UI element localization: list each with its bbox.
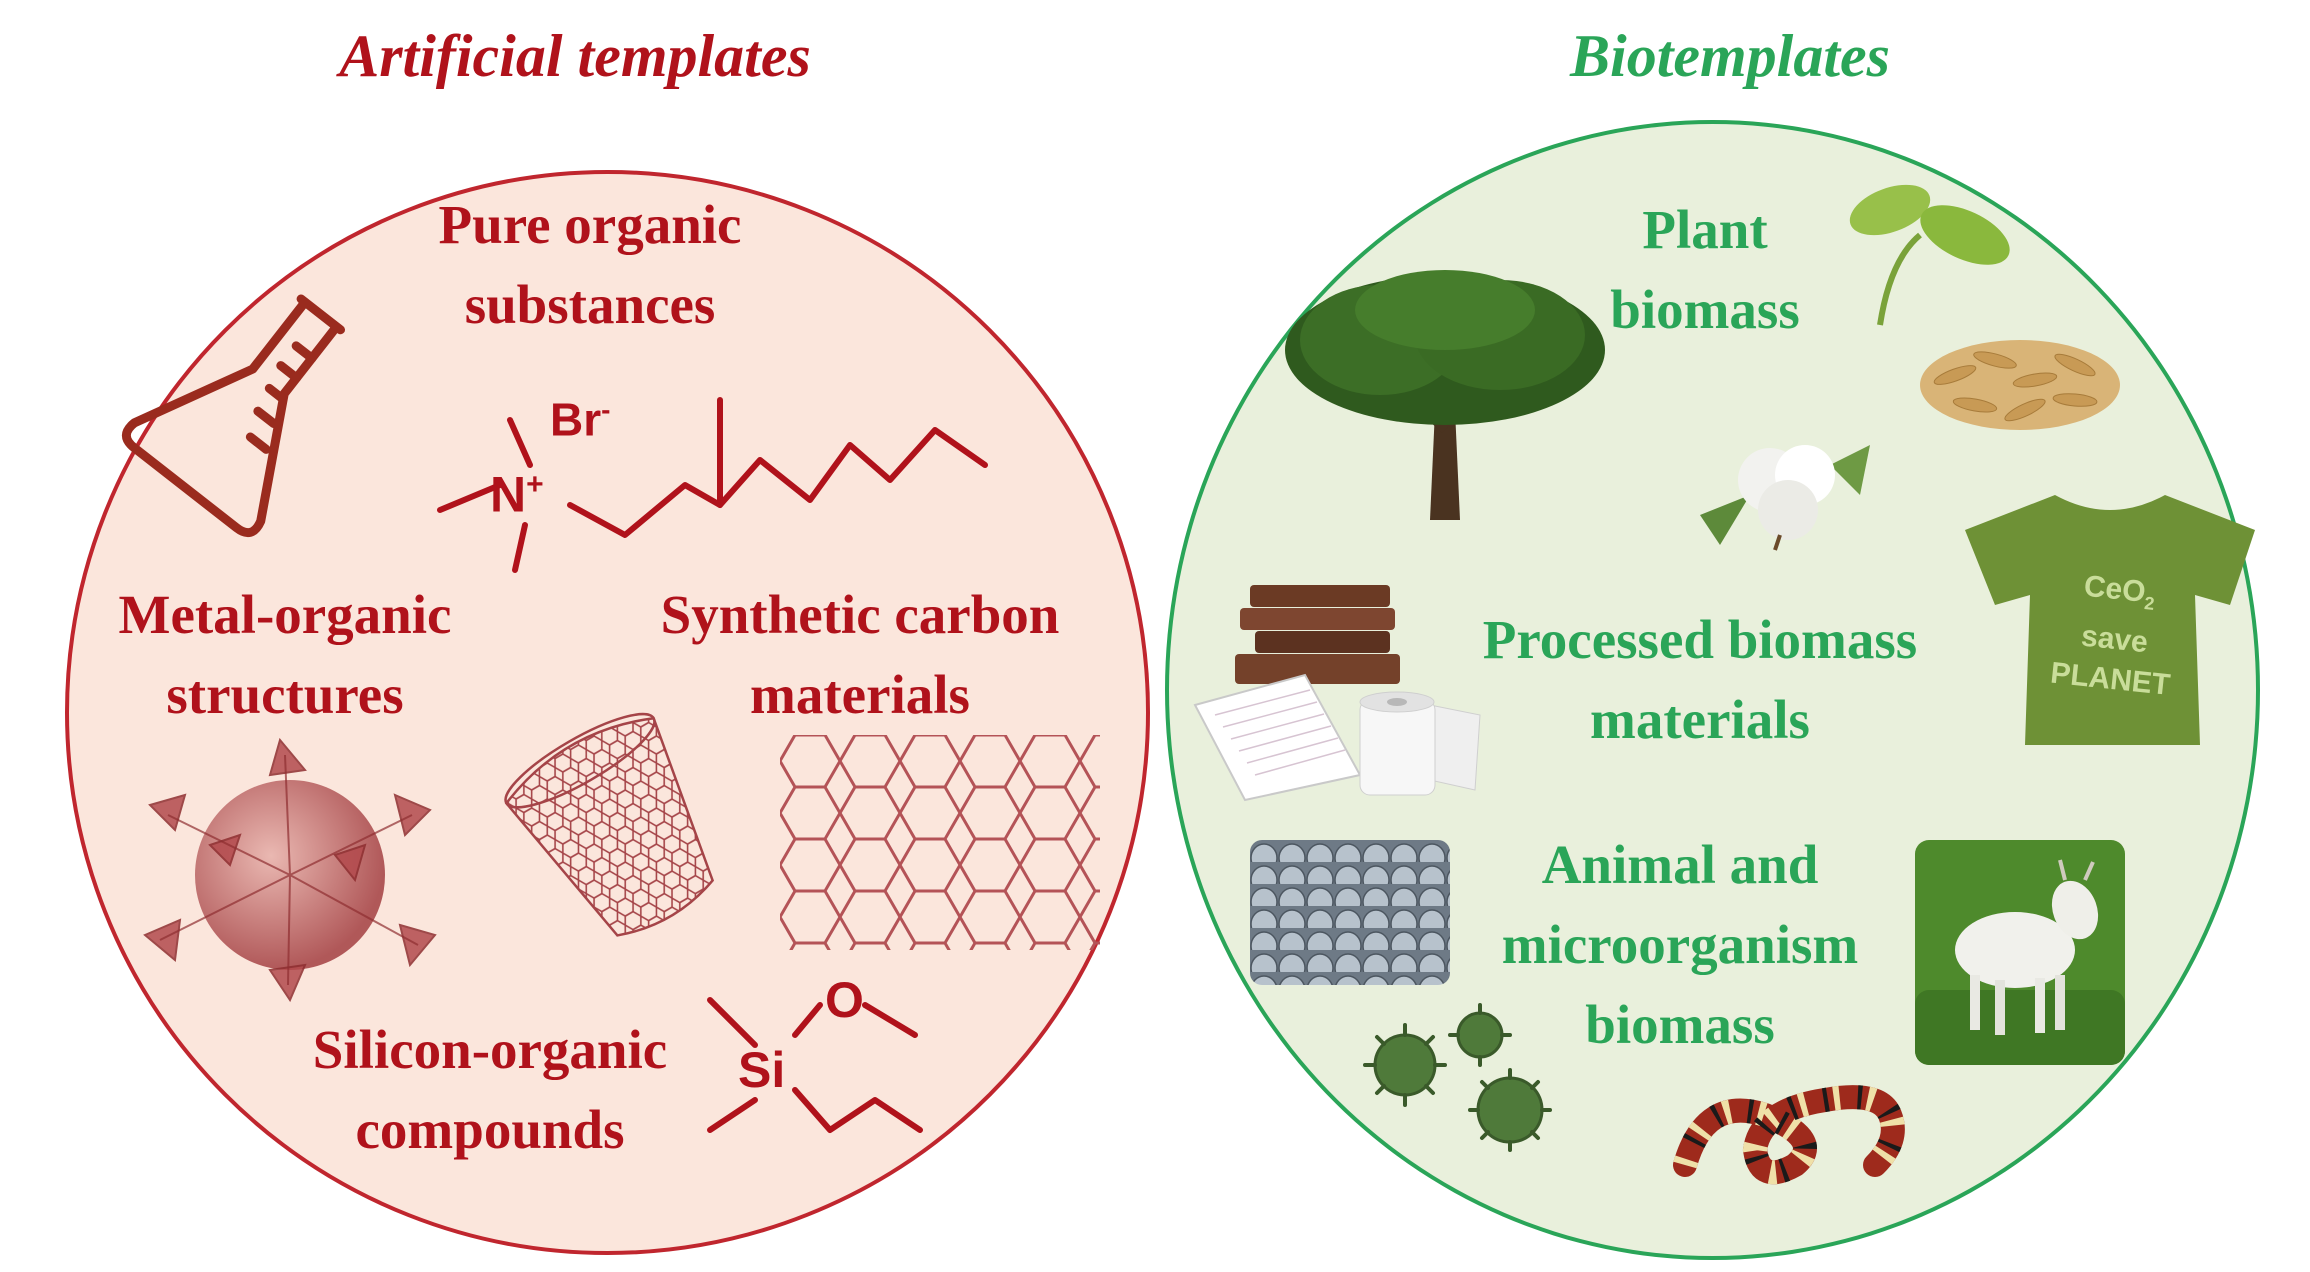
rice-grains-icon bbox=[1920, 340, 2120, 430]
sprout-icon bbox=[1849, 184, 2010, 326]
processed-line2: materials bbox=[1590, 689, 1810, 750]
mof-structure-icon bbox=[143, 737, 437, 1003]
toilet-paper-icon bbox=[1359, 691, 1481, 796]
tshirt-icon bbox=[1965, 495, 2255, 745]
plant-line2: biomass bbox=[1610, 279, 1800, 340]
plant-line1: Plant bbox=[1642, 199, 1768, 260]
pure-organic-label: Pure organic substances bbox=[380, 185, 800, 345]
goat-photo bbox=[1915, 840, 2125, 1065]
oxygen-atom: O bbox=[825, 972, 864, 1028]
synthetic-carbon-line1: Synthetic carbon bbox=[660, 584, 1060, 645]
silicon-organic-label: Silicon-organic compounds bbox=[265, 1010, 715, 1170]
animal-biomass-label: Animal and microorganism biomass bbox=[1455, 825, 1905, 1065]
bromide-ion: Br- bbox=[550, 393, 611, 446]
artificial-templates-title: Artificial templates bbox=[339, 23, 811, 89]
flask-icon bbox=[121, 294, 346, 538]
fish-scales-photo bbox=[1250, 840, 1450, 985]
processed-line1: Processed biomass bbox=[1482, 609, 1918, 670]
synthetic-carbon-line2: materials bbox=[750, 664, 970, 725]
silicon-atom: Si bbox=[738, 1042, 786, 1098]
snake-icon bbox=[1673, 1085, 1905, 1185]
animal-line1: Animal and bbox=[1541, 834, 1819, 895]
pure-organic-line1: Pure organic bbox=[438, 194, 742, 255]
ammonium-chain-structure bbox=[437, 397, 988, 573]
silane-structure bbox=[707, 997, 923, 1133]
cotton-icon bbox=[1700, 445, 1870, 551]
silicon-organic-line1: Silicon-organic bbox=[312, 1019, 668, 1080]
plant-biomass-label: Plant biomass bbox=[1505, 190, 1905, 350]
biotemplates-title: Biotemplates bbox=[1570, 23, 1890, 89]
metal-organic-line2: structures bbox=[166, 664, 404, 725]
books-icon bbox=[1235, 585, 1400, 684]
metal-organic-line1: Metal-organic bbox=[118, 584, 452, 645]
silicon-organic-line2: compounds bbox=[355, 1099, 625, 1160]
carbon-nanotube-icon bbox=[504, 712, 715, 937]
tshirt-text: CeO2 save PLANET bbox=[2039, 563, 2192, 707]
pure-organic-line2: substances bbox=[464, 274, 716, 335]
ammonium-nitrogen: N+ bbox=[490, 466, 544, 523]
graphene-sheet-icon bbox=[780, 735, 1100, 950]
processed-biomass-label: Processed biomass materials bbox=[1420, 600, 1980, 760]
metal-organic-label: Metal-organic structures bbox=[75, 575, 495, 735]
tree-icon bbox=[1285, 270, 1605, 520]
microorganism-icon bbox=[1363, 1003, 1552, 1152]
paper-sheet-icon bbox=[1193, 673, 1362, 802]
animal-line3: biomass bbox=[1585, 994, 1775, 1055]
synthetic-carbon-label: Synthetic carbon materials bbox=[600, 575, 1120, 735]
artificial-templates-circle bbox=[65, 170, 1150, 1255]
animal-line2: microorganism bbox=[1501, 914, 1859, 975]
